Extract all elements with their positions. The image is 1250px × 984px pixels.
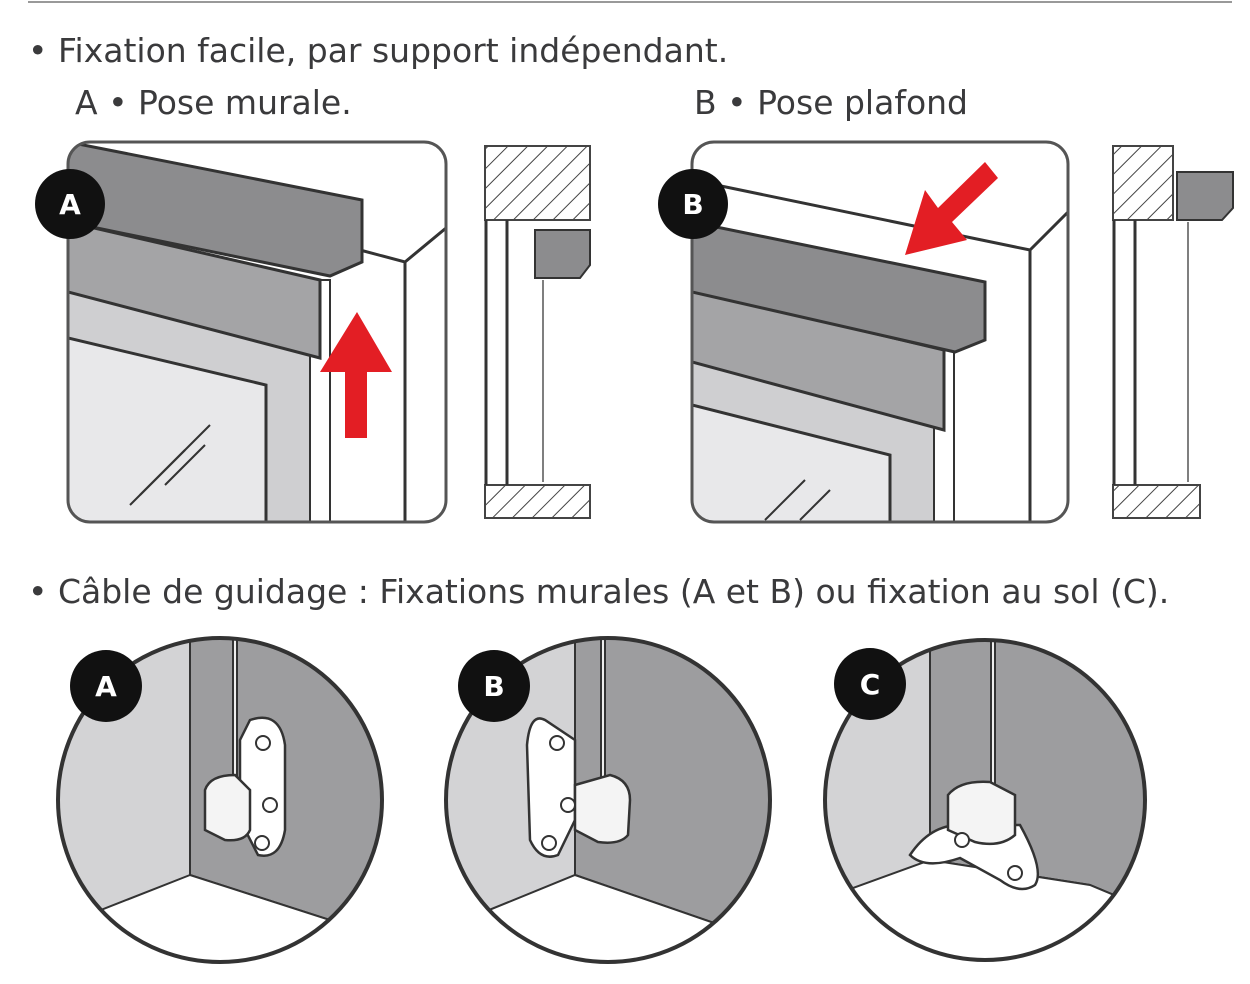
badge-c-bottom: C (834, 648, 906, 720)
ceiling-mount-illustration (690, 140, 1070, 524)
svg-text:C: C (860, 668, 881, 701)
svg-text:A: A (59, 188, 81, 221)
svg-text:A: A (95, 670, 117, 703)
wall-mount-illustration (66, 140, 448, 524)
badge-b-bottom: B (458, 650, 530, 722)
ceiling-mount-section (1112, 145, 1234, 519)
badge-a-bottom: A (70, 650, 142, 722)
red-arrow-up-icon (320, 312, 392, 438)
option-b-label: B • Pose plafond (694, 83, 968, 122)
svg-text:B: B (483, 670, 504, 703)
badge-a-top: A (35, 169, 105, 239)
section1-heading: • Fixation facile, par support indépenda… (28, 31, 728, 70)
wall-mount-section (484, 145, 591, 519)
badge-b-top: B (658, 169, 728, 239)
option-a-label: A • Pose murale. (75, 83, 352, 122)
section2-heading: • Câble de guidage : Fixations murales (… (28, 572, 1169, 611)
red-arrow-down-left-icon (905, 162, 998, 255)
svg-text:B: B (682, 188, 703, 221)
